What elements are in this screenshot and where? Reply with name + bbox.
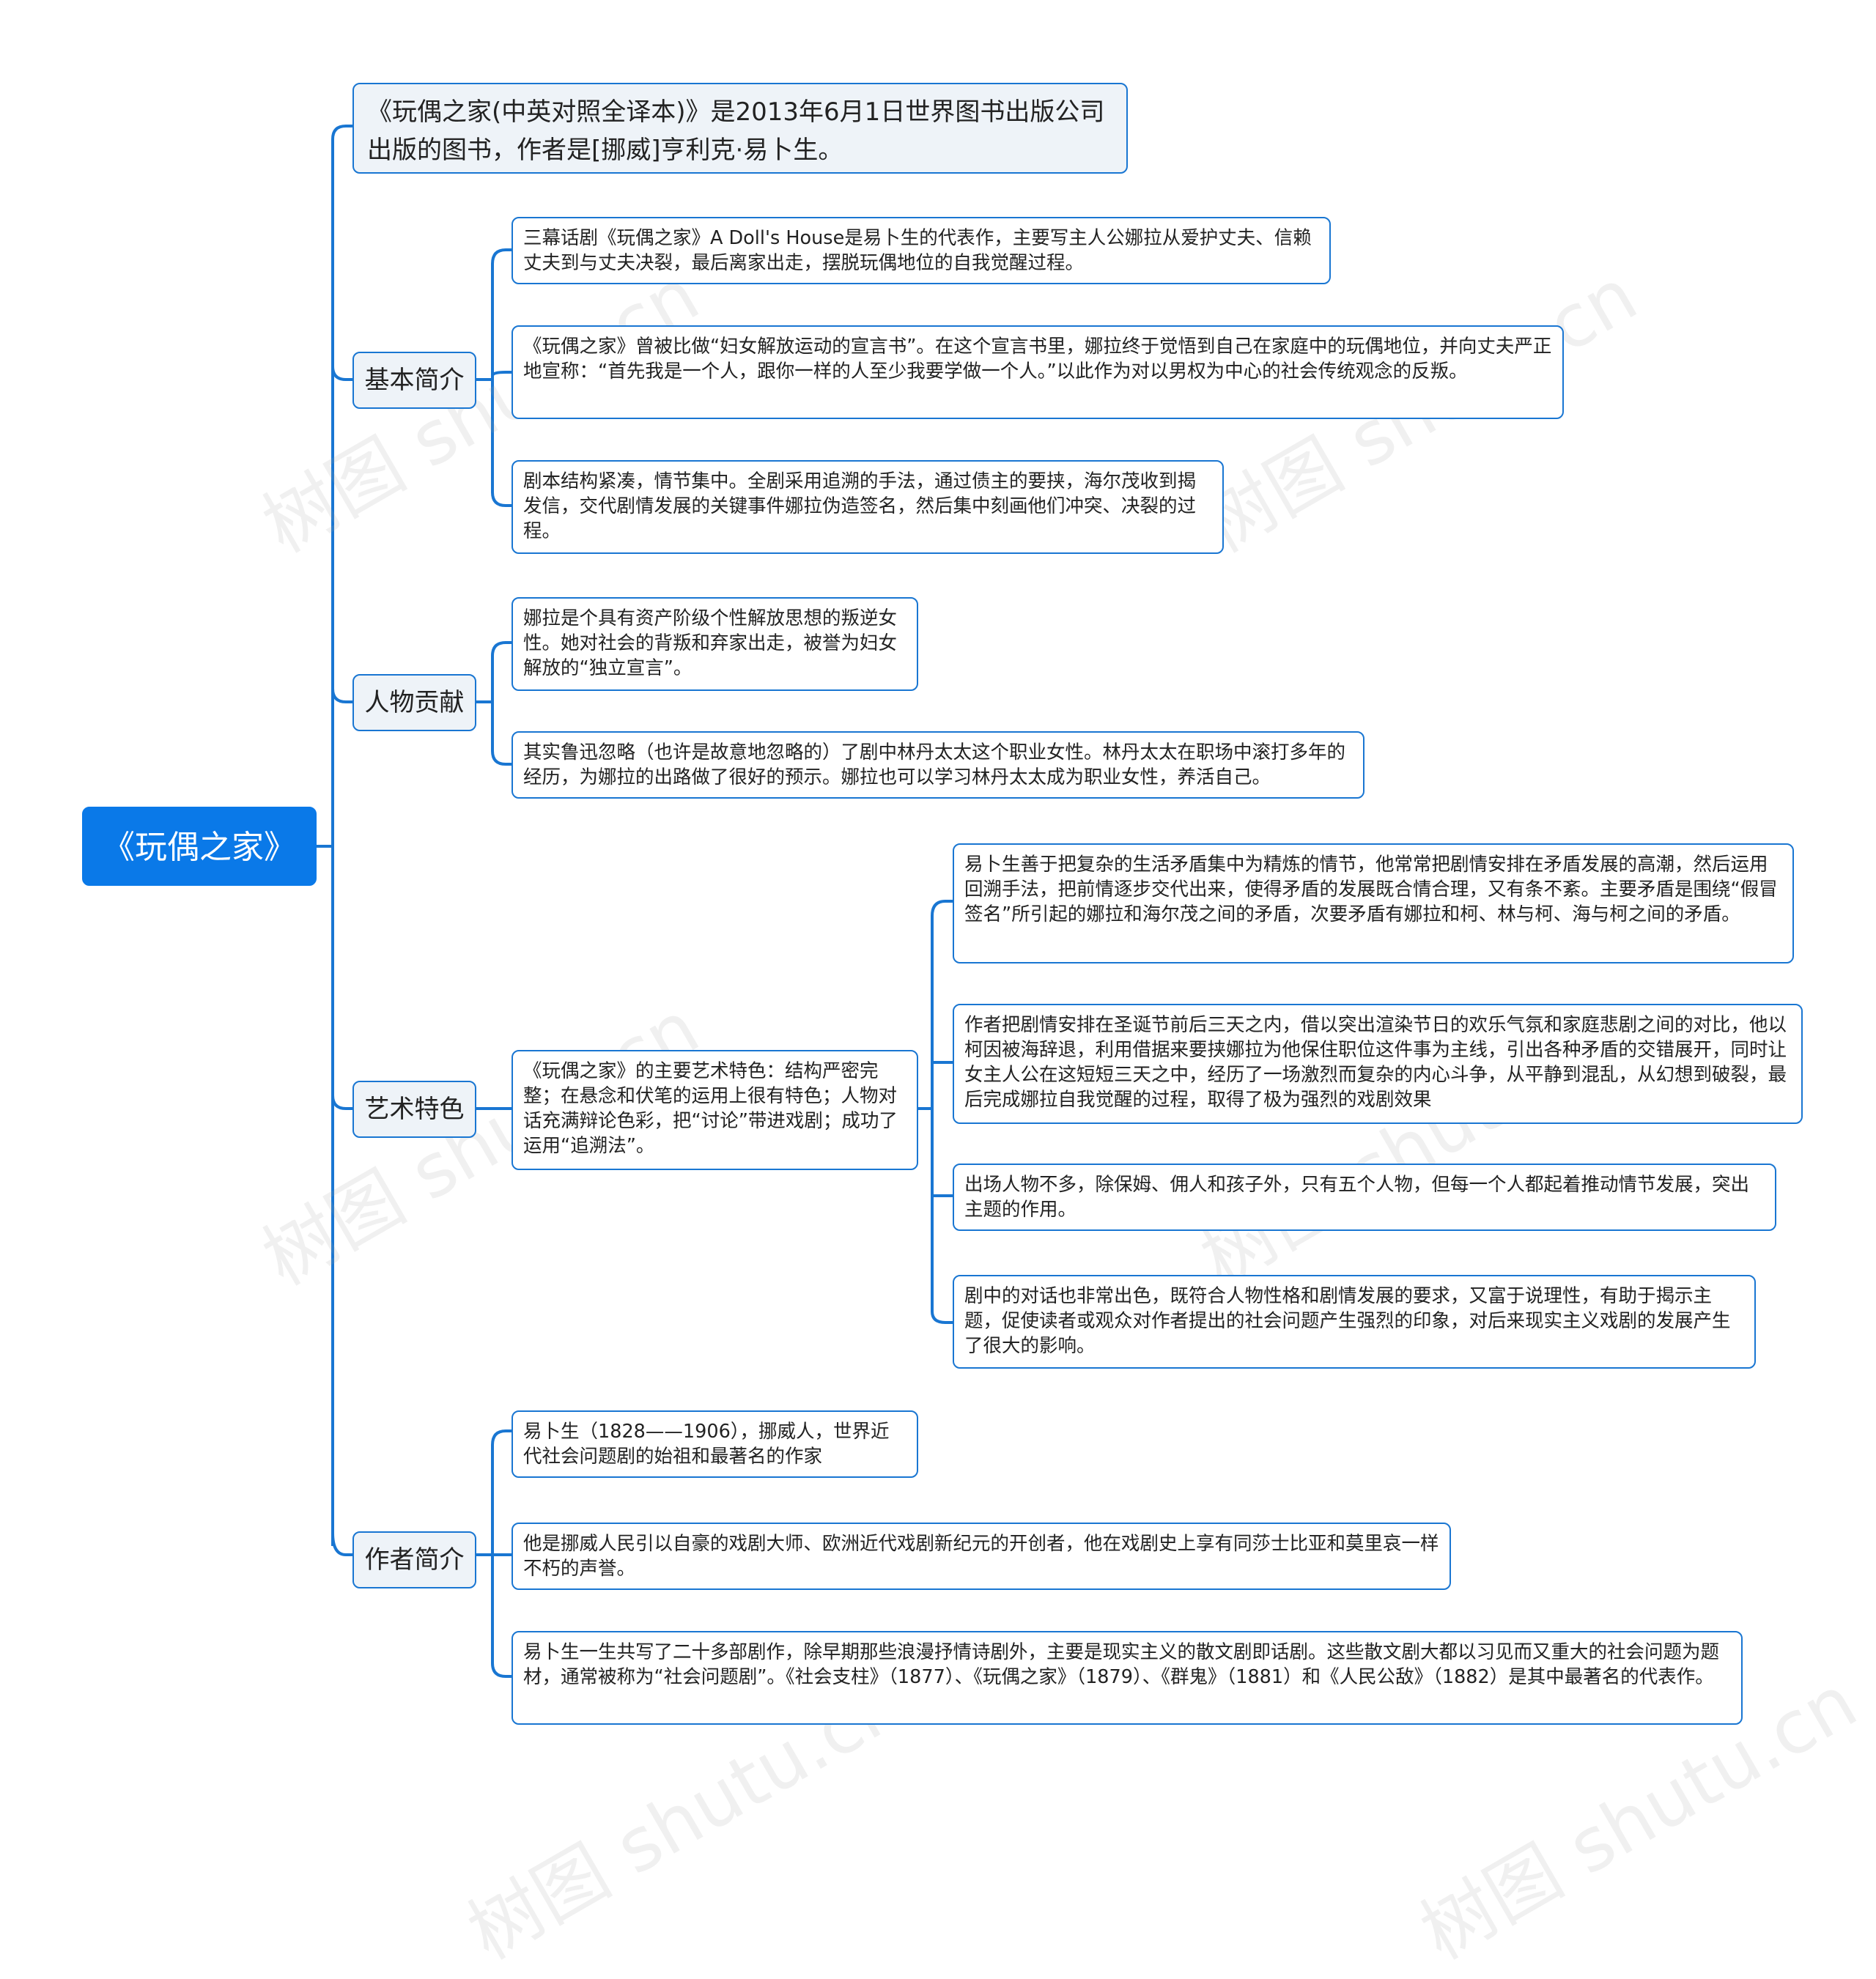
leaf-text: 易卜生（1828——1906），挪威人，世界近代社会问题剧的始祖和最著名的作家 xyxy=(523,1421,890,1468)
leaf-text: 作者把剧情安排在圣诞节前后三天之内，借以突出渲染节日的欢乐气氛和家庭悲剧之间的对… xyxy=(964,1014,1787,1111)
leaf-author-1[interactable]: 易卜生（1828——1906），挪威人，世界近代社会问题剧的始祖和最著名的作家 xyxy=(512,1410,918,1478)
leaf-artistic-1[interactable]: 易卜生善于把复杂的生活矛盾集中为精炼的情节，他常常把剧情安排在矛盾发展的高潮，然… xyxy=(953,843,1794,963)
leaf-basic-1[interactable]: 三幕话剧《玩偶之家》A Doll's House是易卜生的代表作，主要写主人公娜… xyxy=(512,217,1331,284)
leaf-author-3[interactable]: 易卜生一生共写了二十多部剧作，除早期那些浪漫抒情诗剧外，主要是现实主义的散文剧即… xyxy=(512,1631,1743,1725)
intro-text: 《玩偶之家(中英对照全译本)》是2013年6月1日世界图书出版公司出版的图书，作… xyxy=(367,97,1105,165)
leaf-author-2[interactable]: 他是挪威人民引以自豪的戏剧大师、欧洲近代戏剧新纪元的开创者，他在戏剧史上享有同莎… xyxy=(512,1523,1451,1590)
branch-artistic-features[interactable]: 艺术特色 xyxy=(352,1081,476,1138)
leaf-artistic-3[interactable]: 出场人物不多，除保姆、佣人和孩子外，只有五个人物，但每一个人都起着推动情节发展，… xyxy=(953,1164,1776,1231)
leaf-artistic-2[interactable]: 作者把剧情安排在圣诞节前后三天之内，借以突出渲染节日的欢乐气氛和家庭悲剧之间的对… xyxy=(953,1004,1803,1124)
leaf-basic-2[interactable]: 《玩偶之家》曾被比做“妇女解放运动的宣言书”。在这个宣言书里，娜拉终于觉悟到自己… xyxy=(512,325,1564,419)
leaf-text: 剧中的对话也非常出色，既符合人物性格和剧情发展的要求，又富于说理性，有助于揭示主… xyxy=(964,1285,1731,1357)
leaf-text: 剧本结构紧凑，情节集中。全剧采用追溯的手法，通过债主的要挟，海尔茂收到揭发信，交… xyxy=(523,470,1197,542)
leaf-text: 《玩偶之家》曾被比做“妇女解放运动的宣言书”。在这个宣言书里，娜拉终于觉悟到自己… xyxy=(523,336,1552,382)
branch-label: 作者简介 xyxy=(364,1545,465,1575)
branch-label: 人物贡献 xyxy=(364,688,465,717)
leaf-text: 其实鲁迅忽略（也许是故意地忽略的）了剧中林丹太太这个职业女性。林丹太太在职场中滚… xyxy=(523,741,1346,788)
leaf-text: 《玩偶之家》的主要艺术特色：结构严密完整；在悬念和伏笔的运用上很有特色；人物对话… xyxy=(523,1060,898,1157)
leaf-text: 易卜生一生共写了二十多部剧作，除早期那些浪漫抒情诗剧外，主要是现实主义的散文剧即… xyxy=(523,1641,1720,1688)
leaf-artistic-4[interactable]: 剧中的对话也非常出色，既符合人物性格和剧情发展的要求，又富于说理性，有助于揭示主… xyxy=(953,1275,1756,1369)
branch-label: 基本简介 xyxy=(364,366,465,395)
leaf-character-2[interactable]: 其实鲁迅忽略（也许是故意地忽略的）了剧中林丹太太这个职业女性。林丹太太在职场中滚… xyxy=(512,731,1364,799)
leaf-basic-3[interactable]: 剧本结构紧凑，情节集中。全剧采用追溯的手法，通过债主的要挟，海尔茂收到揭发信，交… xyxy=(512,460,1224,554)
leaf-text: 他是挪威人民引以自豪的戏剧大师、欧洲近代戏剧新纪元的开创者，他在戏剧史上享有同莎… xyxy=(523,1533,1439,1580)
leaf-text: 娜拉是个具有资产阶级个性解放思想的叛逆女性。她对社会的背叛和弃家出走，被誉为妇女… xyxy=(523,607,898,679)
branch-character-contribution[interactable]: 人物贡献 xyxy=(352,674,476,731)
branch-basic-intro[interactable]: 基本简介 xyxy=(352,352,476,409)
leaf-text: 三幕话剧《玩偶之家》A Doll's House是易卜生的代表作，主要写主人公娜… xyxy=(523,227,1312,274)
leaf-text: 出场人物不多，除保姆、佣人和孩子外，只有五个人物，但每一个人都起着推动情节发展，… xyxy=(964,1174,1750,1221)
artistic-summary-node[interactable]: 《玩偶之家》的主要艺术特色：结构严密完整；在悬念和伏笔的运用上很有特色；人物对话… xyxy=(512,1050,918,1170)
intro-node[interactable]: 《玩偶之家(中英对照全译本)》是2013年6月1日世界图书出版公司出版的图书，作… xyxy=(352,83,1128,174)
branch-author-intro[interactable]: 作者简介 xyxy=(352,1531,476,1588)
root-node[interactable]: 《玩偶之家》 xyxy=(82,807,317,886)
branch-label: 艺术特色 xyxy=(364,1095,465,1124)
connector-lines xyxy=(317,125,953,1678)
leaf-character-1[interactable]: 娜拉是个具有资产阶级个性解放思想的叛逆女性。她对社会的背叛和弃家出走，被誉为妇女… xyxy=(512,597,918,691)
root-label: 《玩偶之家》 xyxy=(103,829,296,866)
leaf-text: 易卜生善于把复杂的生活矛盾集中为精炼的情节，他常常把剧情安排在矛盾发展的高潮，然… xyxy=(964,854,1778,925)
